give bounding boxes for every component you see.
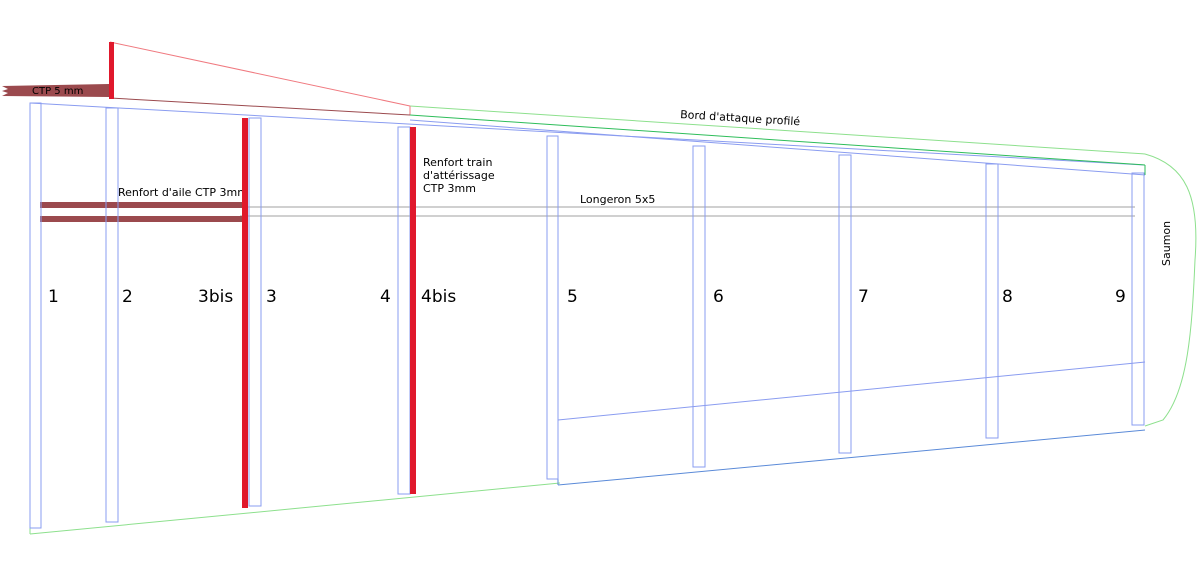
tip-label: Saumon	[1160, 221, 1173, 266]
leading-edge-front-outline	[409, 105, 1146, 155]
leading-edge-green-line	[409, 114, 1146, 166]
wing-reinforcement: Renfort d'aile CTP 3mm	[40, 186, 248, 222]
aileron-trailing-edge	[557, 429, 1146, 486]
rib-5	[546, 135, 559, 480]
rib-8	[985, 163, 999, 439]
rib-number-5: 5	[567, 287, 578, 307]
gear-label-line1: Renfort train	[423, 156, 492, 169]
rib-3	[248, 117, 262, 507]
rib-4	[397, 126, 411, 495]
spar-label: Longeron 5x5	[580, 193, 655, 206]
wing-reinforcement-label: Renfort d'aile CTP 3mm	[118, 186, 248, 199]
leading-edge-rib-line	[29, 102, 1146, 166]
rib-number-3bis: 3bis	[198, 287, 233, 307]
wing-tip-outline	[1144, 153, 1197, 427]
red-ribs	[242, 118, 416, 508]
rib-3bis	[242, 118, 248, 508]
spar: Longeron 5x5	[240, 193, 1135, 217]
reinforcement-strip-top	[40, 202, 243, 208]
leading-edge: Bord d'attaque profilé	[29, 102, 1146, 176]
rib-number-8: 8	[1002, 287, 1013, 307]
rib-2	[105, 107, 119, 523]
rib-number-3: 3	[266, 287, 277, 307]
gear-reinforcement-label: Renfort train d'attérissage CTP 3mm	[423, 156, 495, 195]
rib-4bis	[410, 127, 416, 494]
rib-number-2: 2	[122, 287, 133, 307]
rib-6	[692, 145, 706, 468]
rib-number-4: 4	[380, 287, 391, 307]
rib-number-7: 7	[858, 287, 869, 307]
rib-number-9: 9	[1115, 287, 1126, 307]
brace-red-post	[109, 42, 114, 99]
leading-edge-inner-line	[409, 119, 1146, 176]
dihedral-brace	[109, 41, 411, 116]
rib-9	[1131, 172, 1145, 426]
ribs	[29, 102, 1145, 529]
reinforcement-strip-bottom	[40, 216, 243, 222]
ctp-5mm-shape	[2, 84, 109, 97]
gear-label-line2: d'attérissage	[423, 169, 495, 182]
rib-number-4bis: 4bis	[421, 287, 456, 307]
gear-label-line3: CTP 3mm	[423, 182, 476, 195]
rib-numbers: 1 2 3bis 3 4 4bis 5 6 7 8 9	[48, 287, 1126, 307]
ctp-5mm-label: CTP 5 mm	[32, 86, 83, 97]
rib-7	[838, 154, 852, 454]
rib-number-6: 6	[713, 287, 724, 307]
rib-1	[29, 102, 42, 529]
ctp-5mm-plate: CTP 5 mm	[2, 84, 109, 97]
brace-bottom-line	[109, 97, 411, 116]
rib-number-1: 1	[48, 287, 59, 307]
trailing-edge-outline	[29, 482, 561, 535]
wing-outline	[29, 103, 1197, 535]
brace-top-line	[109, 41, 411, 107]
